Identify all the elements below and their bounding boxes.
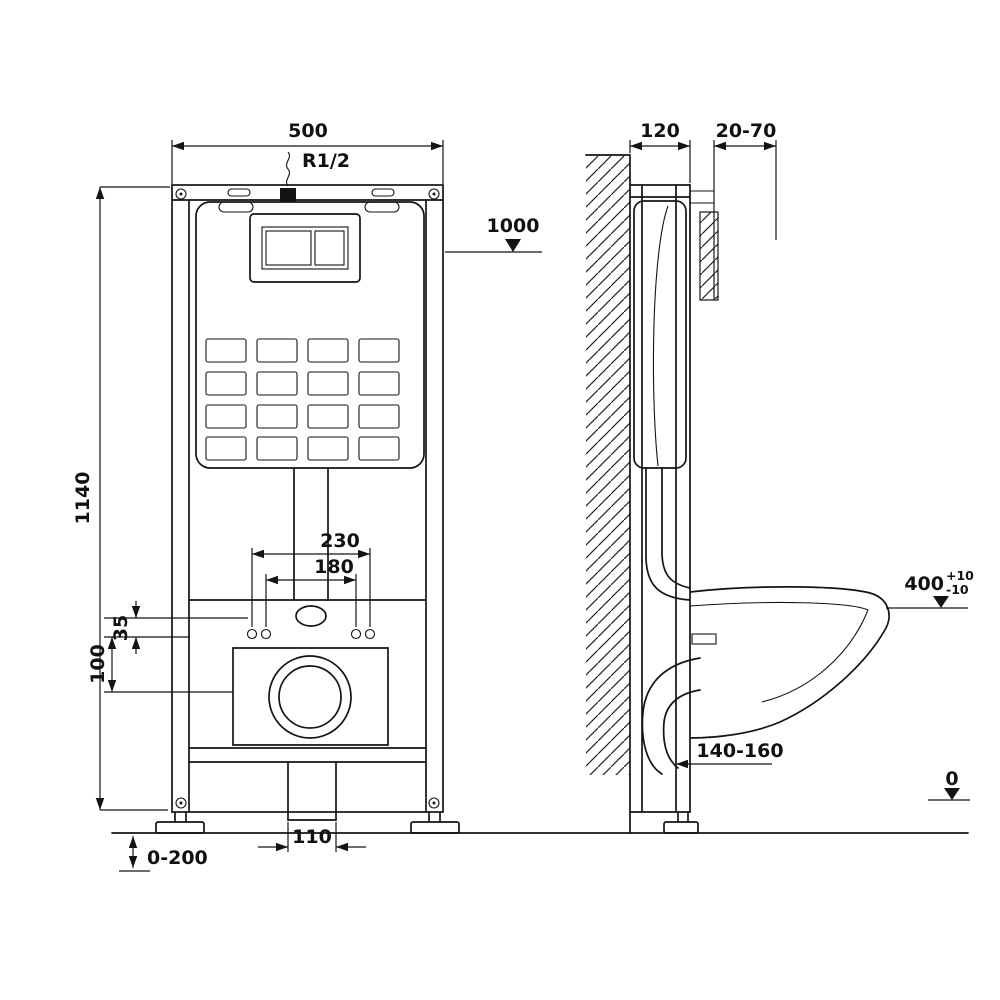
flush-plate [249, 213, 361, 283]
dim-label-0-200: 0-200 [147, 847, 208, 869]
foot-side [663, 811, 699, 834]
cistern-front [195, 201, 425, 469]
dim-label-140-160: 140-160 [696, 740, 783, 762]
dim-label-20-70: 20-70 [716, 120, 777, 142]
dim-label-500: 500 [288, 120, 328, 142]
toilet-bowl [689, 586, 890, 739]
dim-100: 100 [87, 637, 233, 693]
water-inlet-valve [280, 151, 296, 202]
dim-label-1140: 1140 [72, 472, 94, 525]
dim-outlet-140-160: 140-160 [676, 740, 784, 769]
dim-height-1140: 1140 [72, 186, 170, 811]
frame-side-view [629, 184, 714, 813]
level-marker-0: 0 [928, 768, 970, 801]
label-inlet-r12: R1/2 [302, 150, 350, 172]
dim-180: 180 [265, 556, 357, 627]
wall-section [585, 154, 631, 834]
drain-outlet [268, 655, 352, 739]
dim-label-100: 100 [87, 644, 109, 684]
dim-label-110: 110 [292, 826, 332, 848]
corner-screw-icons [175, 188, 440, 809]
dim-110: 110 [258, 822, 366, 852]
dim-label-180: 180 [314, 556, 354, 578]
dim-label-120: 120 [640, 120, 680, 142]
dim-35: 35 [104, 601, 248, 654]
foot-right [410, 811, 460, 834]
mounting-bracket [232, 647, 389, 746]
dim-label-tol-plus: +10 [946, 568, 974, 583]
dim-depth-120: 120 [629, 120, 691, 183]
dim-width-500: 500 [171, 120, 444, 184]
dim-label-400: 400 [904, 573, 944, 595]
drain-bend-side [641, 657, 701, 775]
dim-bowl-height-400: 400 +10 -10 [886, 568, 974, 609]
dim-label-1000: 1000 [487, 215, 540, 237]
bottom-outlet-pipe [287, 761, 337, 821]
level-marker-1000: 1000 [445, 215, 542, 253]
dim-label-tol-minus: -10 [946, 582, 969, 597]
flush-pipe-side [645, 467, 691, 601]
finish-panel [699, 211, 719, 301]
dim-label-230: 230 [320, 530, 360, 552]
foot-left [155, 811, 205, 834]
dim-230: 230 [251, 530, 371, 627]
dim-label-0: 0 [945, 768, 958, 790]
frame-front-view [171, 184, 444, 813]
dim-label-35: 35 [110, 615, 132, 641]
dim-foot-adjust-0-200: 0-200 [119, 836, 208, 872]
access-grid [205, 338, 400, 461]
fixing-holes [246, 628, 376, 640]
dim-plate-20-70: 20-70 [713, 120, 777, 300]
cistern-side [633, 200, 687, 469]
